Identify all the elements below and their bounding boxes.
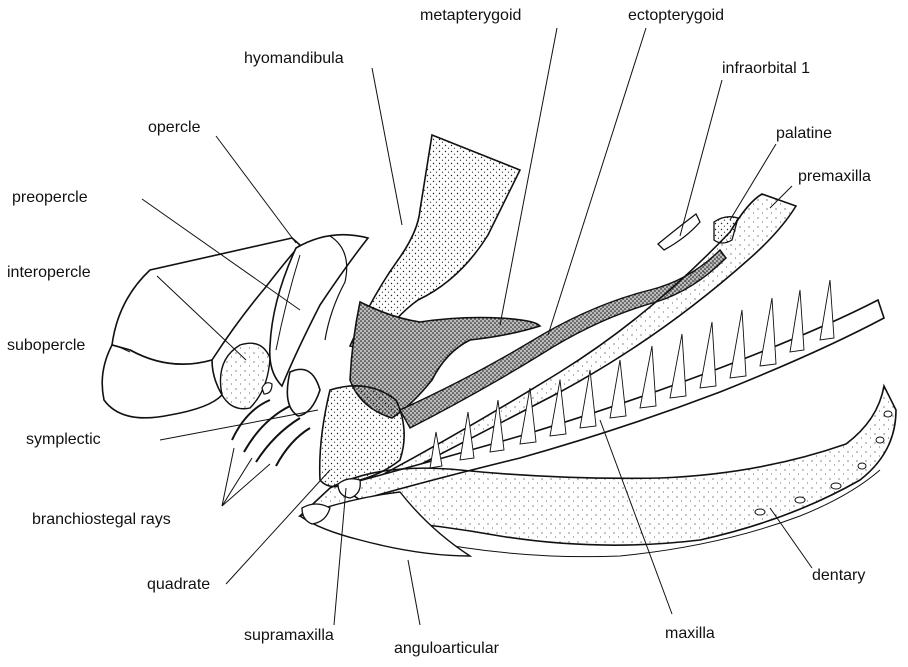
interopercle-bone: [220, 343, 270, 409]
label-hyomandibula: hyomandibula: [244, 51, 344, 67]
label-anguloarticular: anguloarticular: [394, 641, 499, 657]
label-dentary: dentary: [812, 568, 865, 584]
infraorbital-bone: [658, 214, 700, 250]
label-maxilla: maxilla: [665, 626, 715, 642]
label-ectopterygoid: ectopterygoid: [628, 8, 724, 24]
label-branchiostegal-rays: branchiostegal rays: [32, 512, 171, 528]
label-premaxilla: premaxilla: [798, 169, 871, 185]
label-subopercle: subopercle: [7, 338, 85, 354]
label-interopercle: interopercle: [7, 265, 91, 281]
symplectic-bone: [287, 369, 320, 416]
label-symplectic: symplectic: [26, 432, 101, 448]
label-palatine: palatine: [776, 126, 832, 142]
label-infraorbital-1: infraorbital 1: [722, 61, 810, 77]
label-preopercle: preopercle: [12, 190, 88, 206]
label-metapterygoid: metapterygoid: [420, 8, 521, 24]
label-opercle: opercle: [148, 120, 200, 136]
label-quadrate: quadrate: [147, 577, 210, 593]
label-supramaxilla: supramaxilla: [244, 628, 334, 644]
